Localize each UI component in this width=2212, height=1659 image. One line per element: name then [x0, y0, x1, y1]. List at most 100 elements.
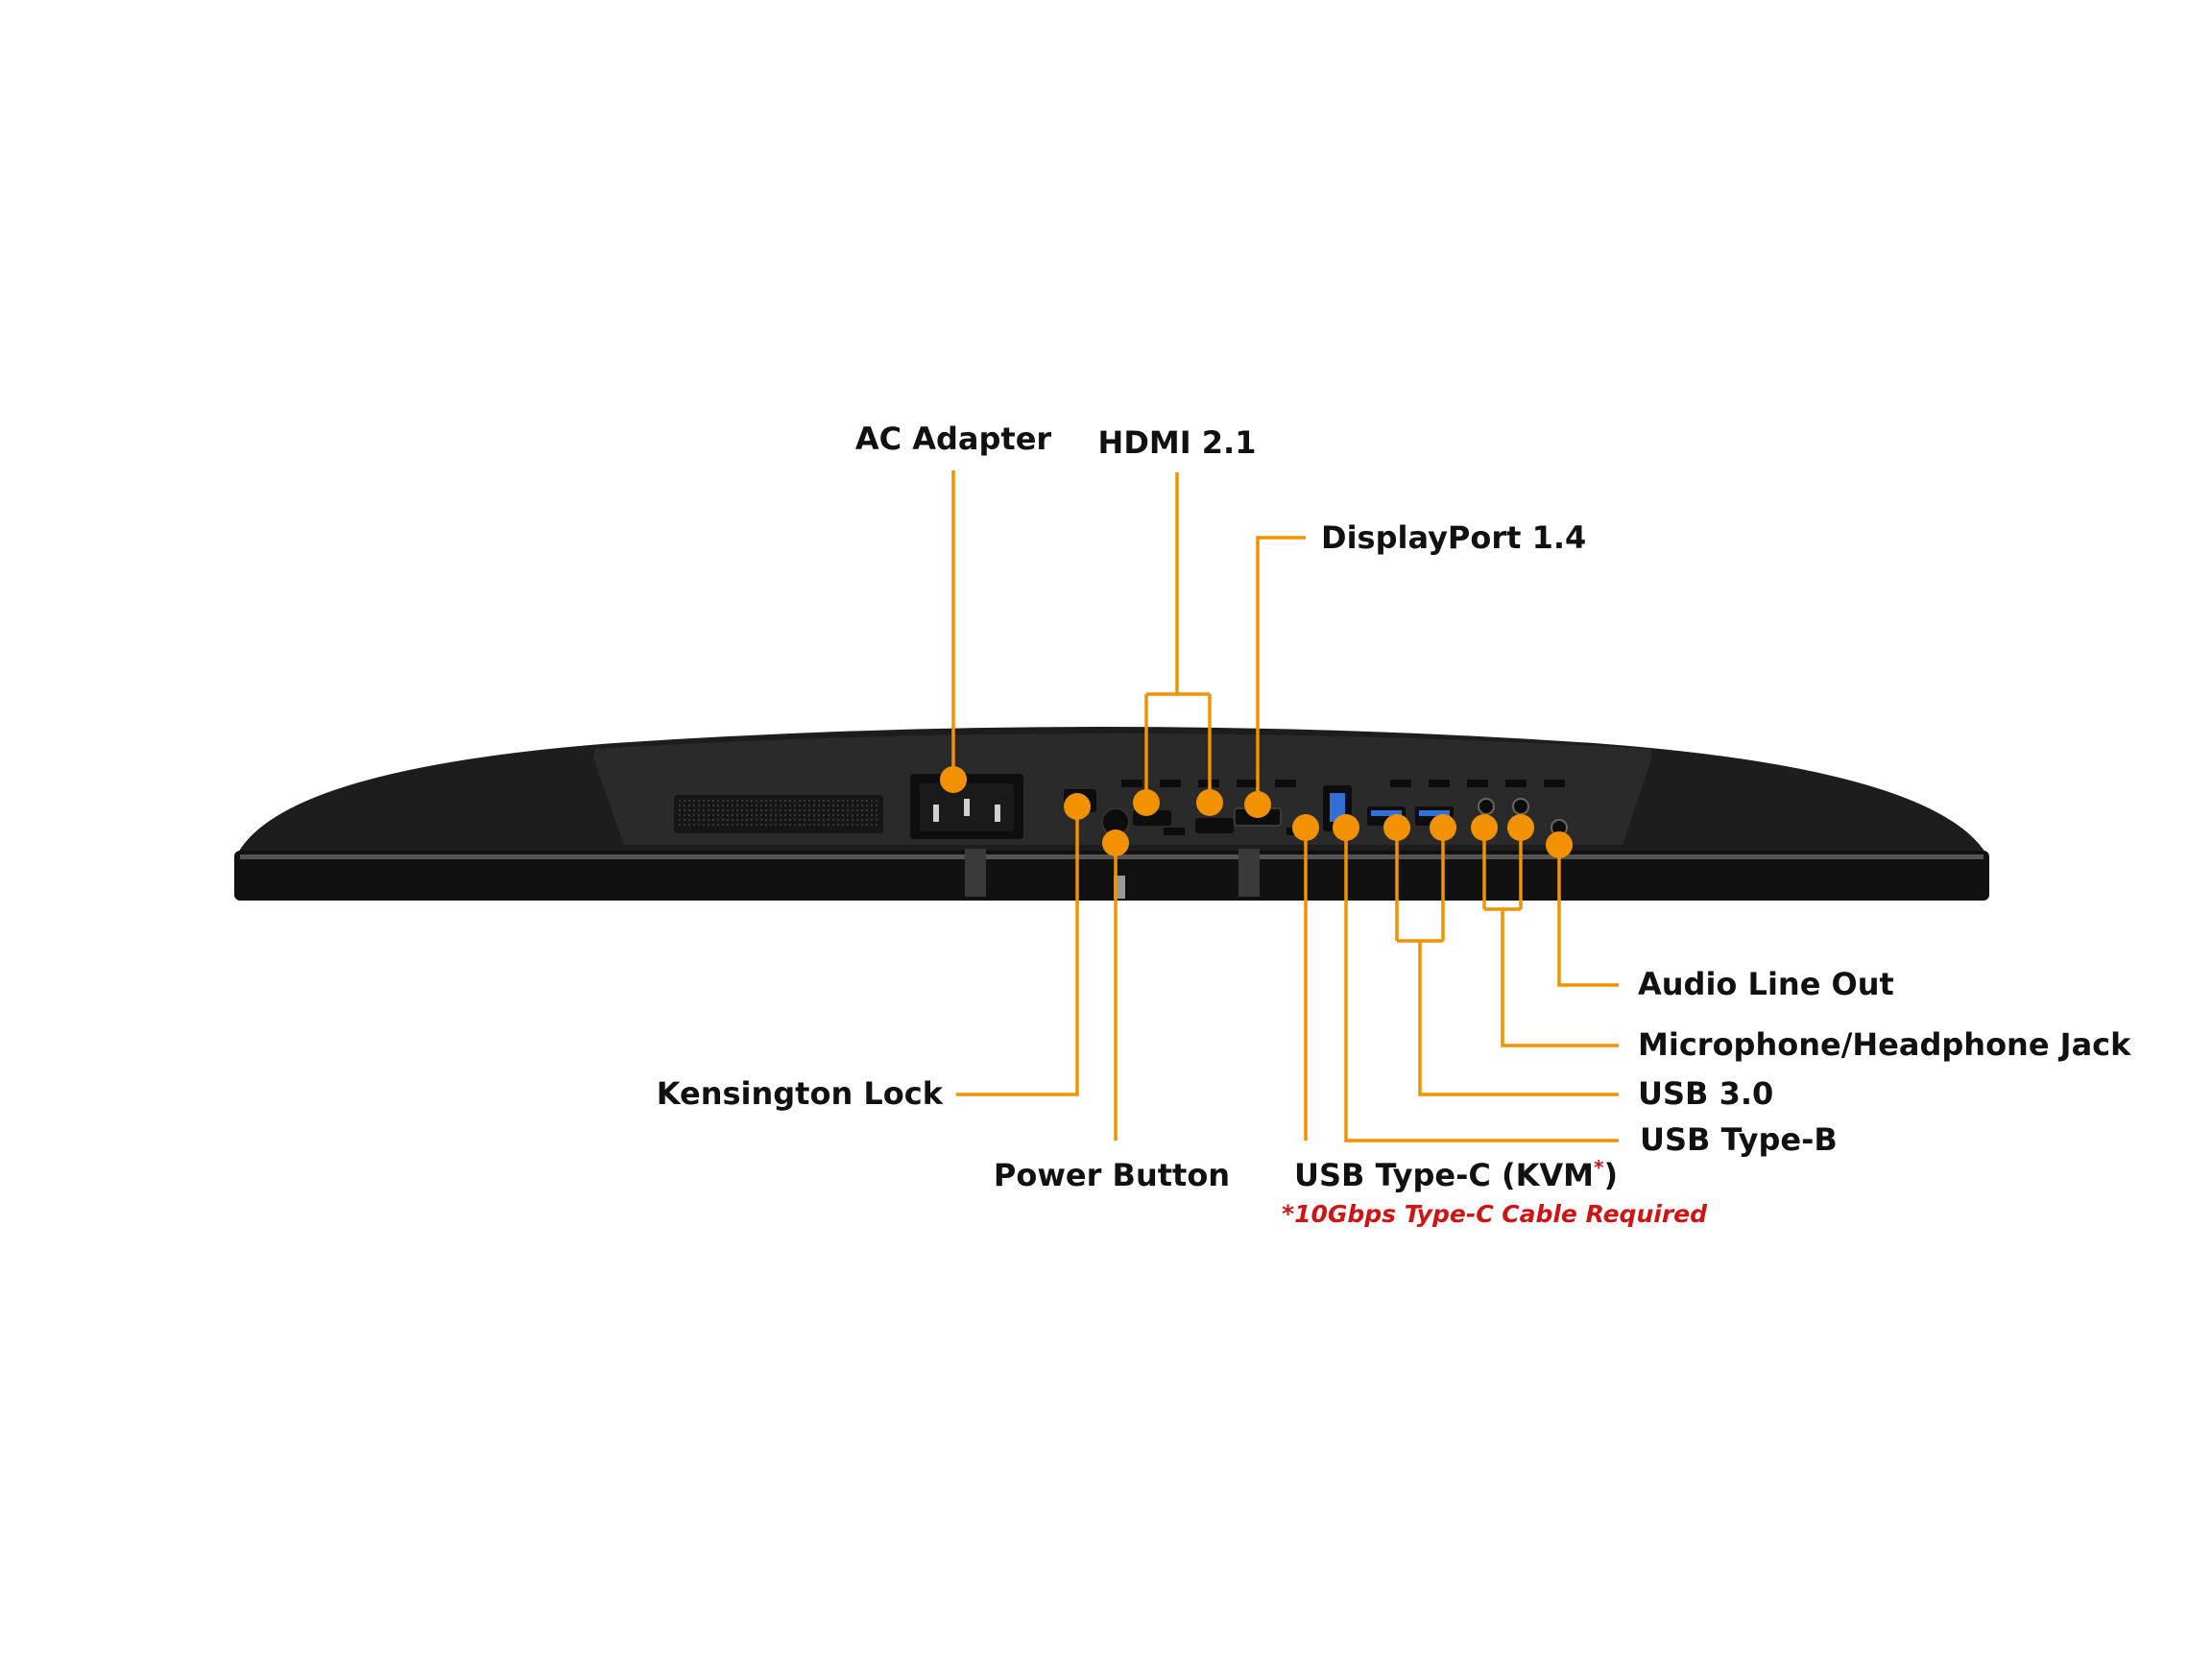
leader-audio-out	[1557, 845, 1619, 987]
grille-dot	[865, 813, 869, 817]
grille-dot	[731, 808, 734, 812]
grille-dot	[731, 818, 734, 822]
grille-dot	[750, 804, 754, 807]
grille-dot	[721, 799, 725, 803]
grille-dot	[764, 808, 768, 812]
speaker-grille	[674, 795, 883, 833]
grille-dot	[764, 804, 768, 807]
grille-dot	[678, 818, 682, 822]
grille-dot	[793, 808, 797, 812]
grille-dot	[740, 823, 744, 827]
leader-usb-b	[1344, 828, 1619, 1142]
grille-dot	[870, 818, 874, 822]
grille-dot	[827, 799, 830, 803]
grille-dot	[750, 823, 754, 827]
grille-dot	[769, 818, 773, 822]
label-displayport: DisplayPort 1.4	[1321, 519, 1586, 556]
grille-dot	[855, 818, 859, 822]
grille-dot	[851, 804, 854, 807]
grille-dot	[846, 813, 850, 817]
grille-dot	[697, 813, 701, 817]
grille-dot	[755, 799, 758, 803]
grille-dot	[755, 818, 758, 822]
grille-dot	[817, 813, 821, 817]
grille-dot	[875, 808, 878, 812]
grille-dot	[831, 804, 835, 807]
grille-dot	[827, 813, 830, 817]
grille-dot	[774, 823, 778, 827]
grille-dot	[831, 813, 835, 817]
grille-dot	[707, 799, 710, 803]
grille-dot	[678, 808, 682, 812]
vent-slot	[1505, 780, 1527, 787]
grille-dot	[750, 808, 754, 812]
monitor-bottom-view	[234, 727, 1989, 901]
grille-dot	[855, 823, 859, 827]
grille-dot	[779, 813, 782, 817]
grille-dot	[841, 804, 845, 807]
stand-mark	[1238, 849, 1260, 897]
grille-dot	[783, 823, 787, 827]
grille-dot	[827, 818, 830, 822]
grille-dot	[846, 804, 850, 807]
grille-dot	[860, 799, 864, 803]
marker-hdmi-1	[1133, 789, 1160, 816]
grille-dot	[769, 808, 773, 812]
grille-dot	[707, 818, 710, 822]
port-markers	[940, 766, 1573, 858]
grille-dot	[740, 813, 744, 817]
grille-dot	[687, 818, 691, 822]
grille-dot	[860, 823, 864, 827]
grille-dot	[683, 818, 686, 822]
label-usb-b: USB Type-B	[1640, 1121, 1838, 1158]
grille-dot	[827, 804, 830, 807]
grille-dot	[692, 808, 696, 812]
grille-dot	[750, 813, 754, 817]
grille-dot	[817, 823, 821, 827]
grille-dot	[851, 818, 854, 822]
grille-dot	[788, 799, 792, 803]
port-labels: AC Adapter HDMI 2.1 DisplayPort 1.4 Kens…	[657, 421, 2131, 1228]
grille-dot	[831, 823, 835, 827]
grille-dot	[774, 813, 778, 817]
vent-slot	[1121, 780, 1142, 787]
grille-dot	[716, 799, 720, 803]
grille-dot	[817, 818, 821, 822]
grille-dot	[769, 804, 773, 807]
grille-dot	[678, 799, 682, 803]
grille-dot	[803, 799, 806, 803]
grille-dot	[812, 799, 816, 803]
grille-dot	[711, 799, 715, 803]
grille-dot	[707, 804, 710, 807]
grille-dot	[817, 808, 821, 812]
audio-jack-shape	[1512, 798, 1529, 815]
grille-dot	[836, 813, 840, 817]
usb-b-port-insert	[1330, 793, 1345, 822]
label-kensington: Kensington Lock	[657, 1075, 944, 1112]
grille-dot	[702, 808, 706, 812]
marker-usb-c	[1292, 814, 1319, 841]
grille-dot	[755, 808, 758, 812]
grille-dot	[707, 808, 710, 812]
grille-dot	[731, 813, 734, 817]
grille-dot	[841, 808, 845, 812]
grille-dot	[779, 818, 782, 822]
grille-dot	[755, 804, 758, 807]
grille-dot	[855, 799, 859, 803]
grille-dot	[865, 799, 869, 803]
grille-dot	[875, 813, 878, 817]
marker-kensington	[1064, 793, 1091, 820]
grille-dot	[683, 804, 686, 807]
grille-dot	[875, 823, 878, 827]
grille-dot	[870, 804, 874, 807]
label-power-button: Power Button	[994, 1157, 1230, 1193]
grille-dot	[841, 818, 845, 822]
grille-dot	[702, 813, 706, 817]
grille-dot	[692, 799, 696, 803]
grille-dot	[803, 823, 806, 827]
vent-slot	[1544, 780, 1565, 787]
grille-dot	[807, 808, 811, 812]
grille-dot	[678, 804, 682, 807]
stand-mark	[965, 849, 986, 897]
grille-dot	[707, 823, 710, 827]
